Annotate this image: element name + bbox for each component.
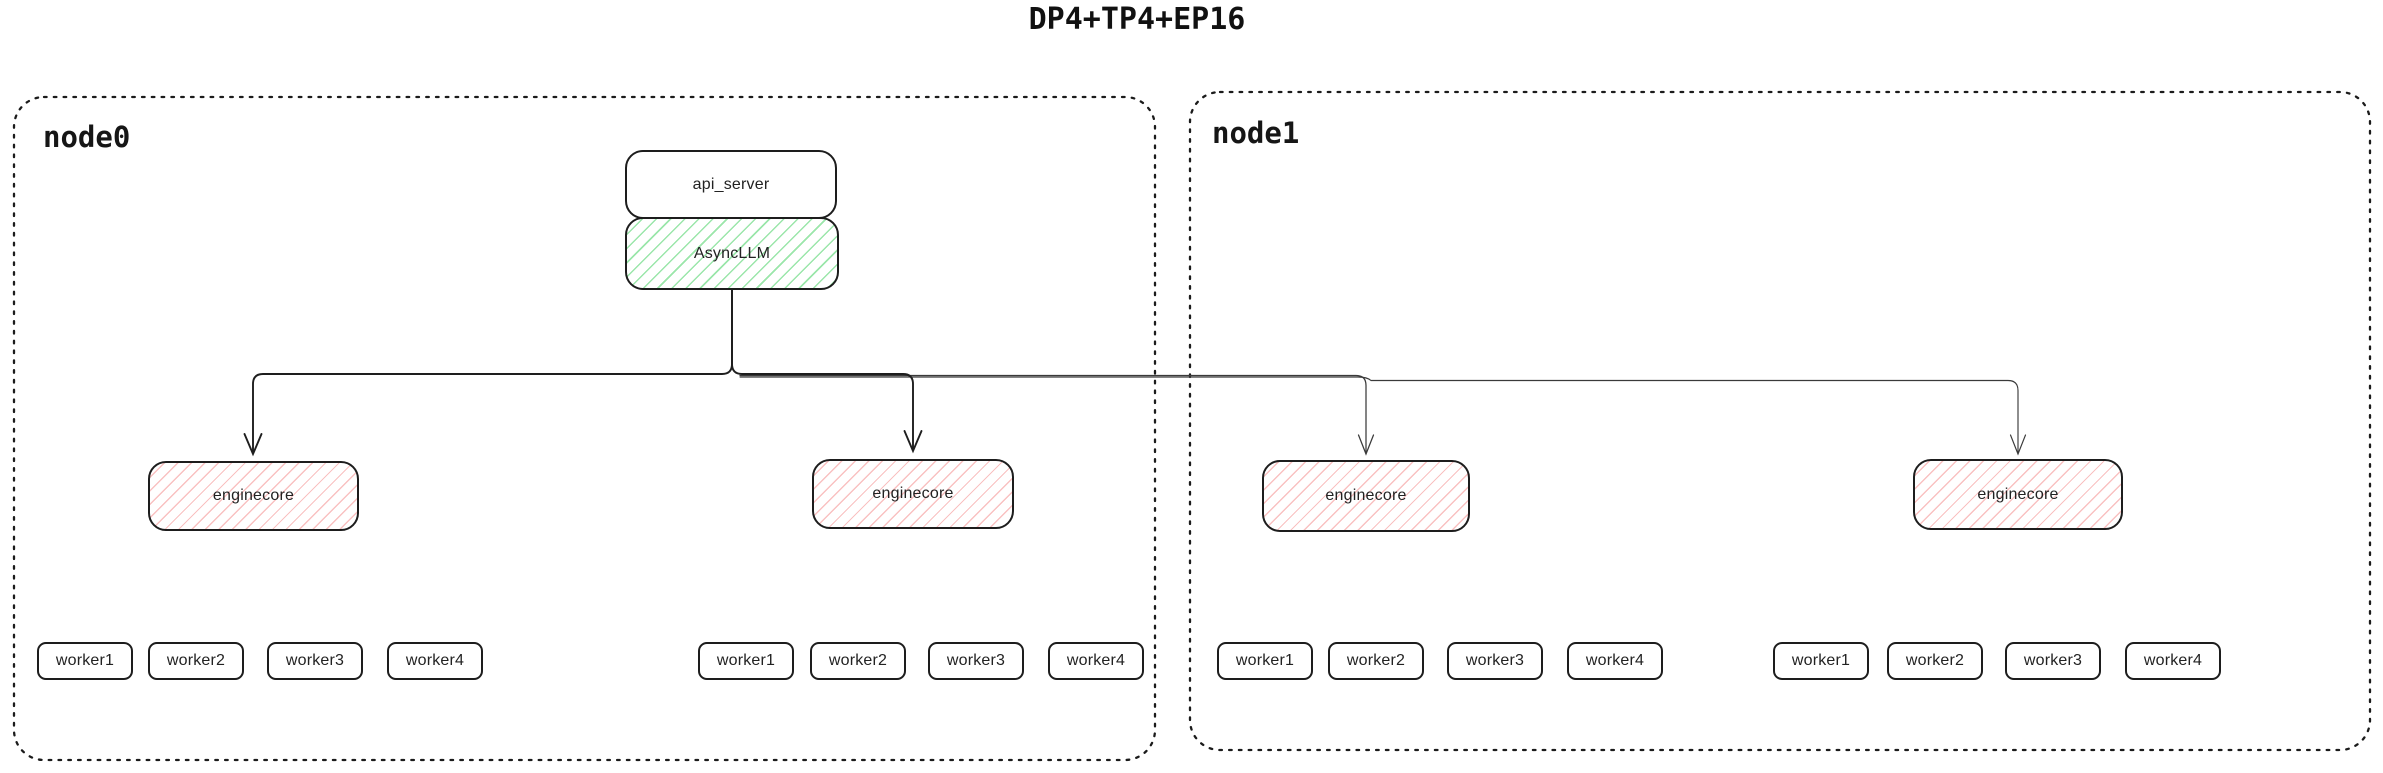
worker-box: worker2 [1887,642,1983,680]
diagram-title: DP4+TP4+EP16 [1028,2,1246,37]
worker-box: worker3 [1447,642,1543,680]
asyncllm-box: AsyncLLM [625,217,839,290]
connector-asyncllm-to-enginecore2 [731,289,923,454]
worker-box: worker2 [1328,642,1424,680]
worker-box: worker4 [1048,642,1144,680]
node0-label: node0 [43,120,131,154]
enginecore-box-3: enginecore [1262,460,1470,532]
worker-box: worker4 [387,642,483,680]
worker-box: worker1 [1773,642,1869,680]
worker-box: worker2 [810,642,906,680]
worker-box: worker3 [928,642,1024,680]
node0-container [12,95,1157,762]
connector-asyncllm-to-enginecore4 [739,376,2027,456]
node1-container [1188,90,2372,752]
worker-box: worker1 [698,642,794,680]
api-server-box: api_server [625,150,837,219]
connector-asyncllm-to-enginecore3 [739,374,1375,456]
enginecore-box-2: enginecore [812,459,1014,529]
worker-box: worker2 [148,642,244,680]
node1-label: node1 [1212,116,1300,150]
connector-asyncllm-to-enginecore1 [243,289,733,457]
worker-box: worker3 [2005,642,2101,680]
worker-box: worker1 [37,642,133,680]
worker-box: worker4 [2125,642,2221,680]
worker-box: worker4 [1567,642,1663,680]
worker-box: worker1 [1217,642,1313,680]
worker-box: worker3 [267,642,363,680]
enginecore-box-1: enginecore [148,461,359,531]
enginecore-box-4: enginecore [1913,459,2123,530]
